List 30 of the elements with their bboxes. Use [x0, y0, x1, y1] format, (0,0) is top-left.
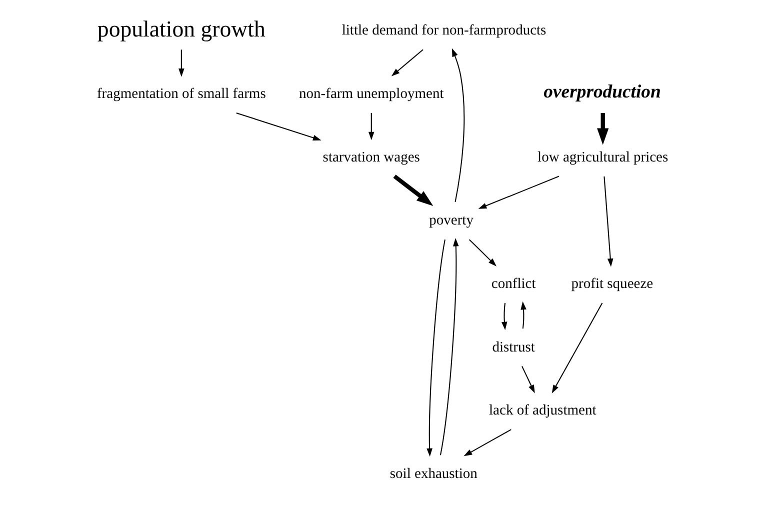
arrow: [236, 112, 321, 141]
arrow: [390, 49, 423, 76]
arrow: [439, 238, 458, 456]
node-text: fragmentation of small farms: [96, 86, 266, 102]
node-text: little demand for non-farmproducts: [341, 22, 546, 39]
arrow: [451, 48, 464, 202]
arrow: [521, 366, 534, 394]
arrow: [478, 176, 559, 209]
arrow: [463, 429, 511, 456]
arrow: [596, 112, 608, 145]
node-text: soil exhaustion: [389, 466, 477, 482]
node-text: distrust: [492, 339, 534, 356]
arrow: [551, 302, 602, 394]
node-text: low agricultural prices: [537, 149, 668, 166]
node-text: conflict: [490, 276, 536, 292]
arrow: [178, 50, 184, 77]
node-text: lack of adjustment: [488, 402, 596, 419]
arrow: [603, 176, 613, 267]
arrow: [392, 174, 433, 206]
node-text: non-farm unemployment: [298, 86, 444, 102]
arrow: [468, 239, 496, 266]
node-text: overproduction: [543, 82, 660, 103]
node-text: profit squeeze: [570, 276, 653, 292]
arrow: [426, 239, 445, 457]
arrow: [368, 112, 374, 140]
node-text: poverty: [428, 212, 473, 229]
arrow: [501, 302, 507, 330]
arrow: [520, 301, 526, 329]
node-text: population growth: [96, 16, 265, 42]
node-text: starvation wages: [322, 149, 420, 166]
